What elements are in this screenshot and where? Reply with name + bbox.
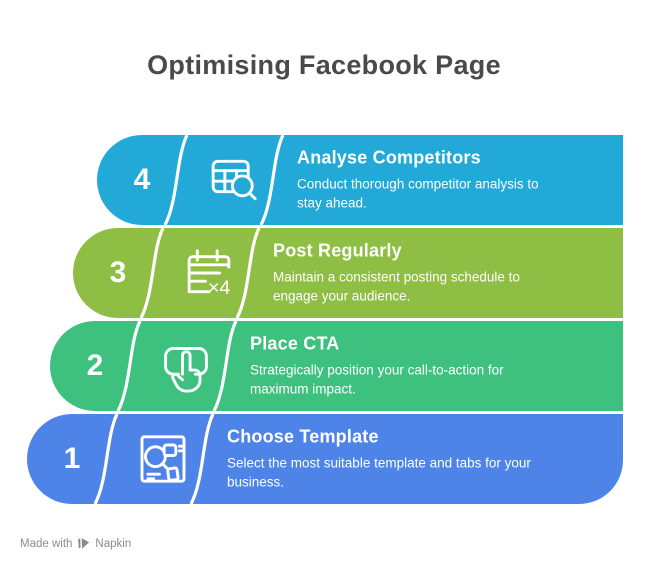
step-2-content: Place CTA Strategically position your ca… [250,333,599,398]
step-4-title: Analyse Competitors [297,147,481,168]
step-3-description: Maintain a consistent posting schedule t… [273,269,520,303]
step-1-description: Select the most suitable template and ta… [227,455,531,489]
step-4-description: Conduct thorough competitor analysis to … [297,176,539,210]
step-2: 2 Place CTA Strategically position your … [50,321,623,411]
footer-brand: Napkin [95,537,132,550]
calendar-x4-icon: ×4 [179,228,239,318]
step-1-number: 1 [63,442,81,475]
step-2-description: Strategically position your call-to-acti… [250,362,504,396]
step-4: 4 Analyse Competitors Conduct thorough c… [97,135,623,225]
step-4-content: Analyse Competitors Conduct thorough com… [297,147,599,212]
footer-prefix: Made with [20,537,73,550]
step-3: 3 ×4 Post Regularly Maintain a consisten… [73,228,623,318]
step-3-title: Post Regularly [273,240,402,261]
page-title: Optimising Facebook Page [147,50,501,80]
napkin-logo-icon [77,537,90,550]
step-2-number: 2 [86,349,104,382]
step-1-title: Choose Template [227,426,379,447]
step-2-title: Place CTA [250,333,340,354]
step-1-content: Choose Template Select the most suitable… [227,426,599,491]
calendar-badge: ×4 [208,277,231,299]
step-4-number: 4 [133,163,151,196]
step-1: 1 Choose Template Select the most suitab… [27,414,623,504]
made-with-napkin: Made with Napkin [20,537,131,550]
table-search-icon [203,135,263,225]
template-layout-icon [133,414,193,504]
tap-gesture-icon [156,321,216,411]
step-3-content: Post Regularly Maintain a consistent pos… [273,240,599,305]
step-3-number: 3 [109,256,127,289]
